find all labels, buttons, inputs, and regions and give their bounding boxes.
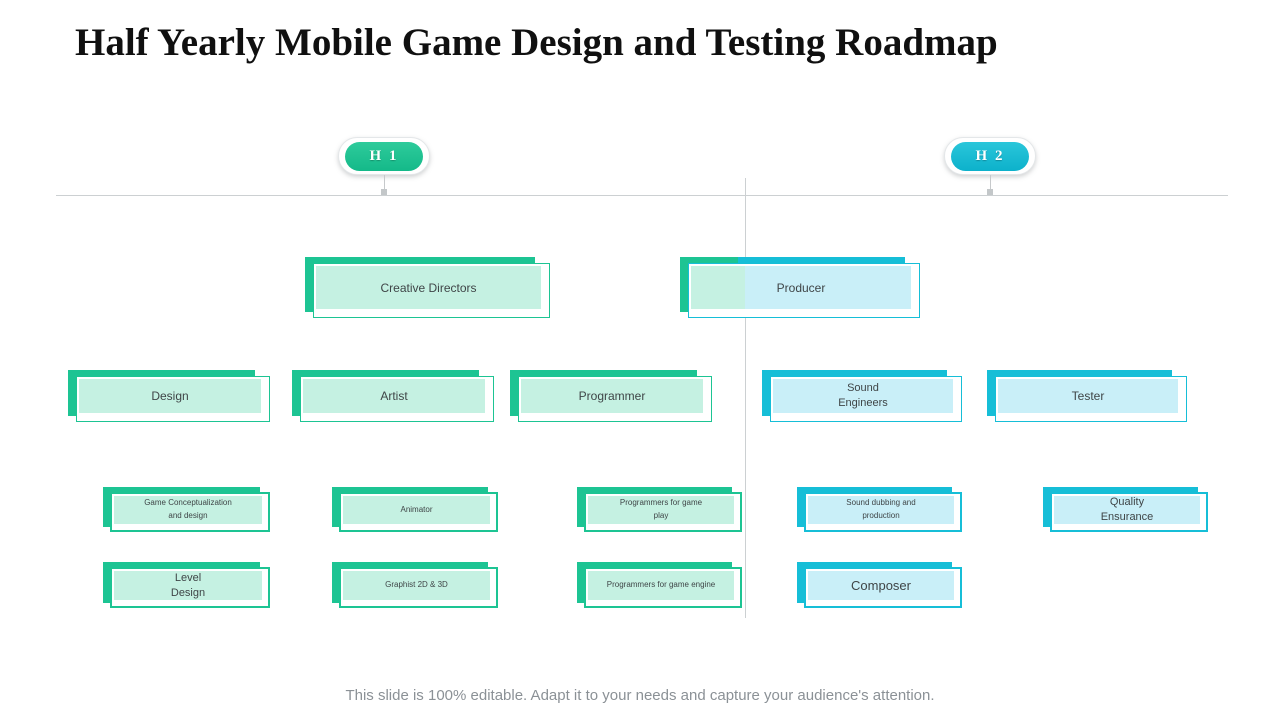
node-front-layer: Tester [995,376,1187,422]
node-front-layer: Sound dubbing and production [804,492,962,532]
node-label: Level Design [114,571,262,600]
node-front-layer: Artist [300,376,494,422]
node-sound-dubbing[interactable]: Sound dubbing and production [797,487,962,532]
node-label: Programmers for game play [588,496,734,524]
node-front-layer: Graphist 2D & 3D [339,567,498,608]
node-label: Composer [808,571,954,600]
half-year-divider [745,178,746,618]
node-quality-ensurance[interactable]: Quality Ensurance [1043,487,1208,532]
node-label: Game Conceptualization and design [114,496,262,524]
node-design[interactable]: Design [68,370,270,422]
node-programmer[interactable]: Programmer [510,370,712,422]
node-front-layer: Producer [688,263,920,318]
milestone-connector-marker [381,189,387,195]
node-game-conceptualization[interactable]: Game Conceptualization and design [103,487,270,532]
page-title: Half Yearly Mobile Game Design and Testi… [75,21,998,64]
milestone-h1-label: H 1 [369,147,399,164]
node-label: Producer [691,266,911,309]
milestone-h1[interactable]: H 1 [338,137,430,197]
node-sound-engineers[interactable]: Sound Engineers [762,370,962,422]
node-label: Animator [343,496,490,524]
milestone-h1-pill: H 1 [345,141,423,171]
node-level-design[interactable]: Level Design [103,562,270,608]
node-label: Creative Directors [316,266,541,309]
node-creative-directors[interactable]: Creative Directors [305,257,550,318]
node-front-layer: Quality Ensurance [1050,492,1208,532]
footer-note: This slide is 100% editable. Adapt it to… [345,687,935,704]
node-composer[interactable]: Composer [797,562,962,608]
node-front-layer: Programmers for game engine [584,567,742,608]
node-front-layer: Level Design [110,567,270,608]
milestone-connector-line [990,175,991,190]
node-graphist[interactable]: Graphist 2D & 3D [332,562,498,608]
node-tester[interactable]: Tester [987,370,1187,422]
node-programmers-game-play[interactable]: Programmers for game play [577,487,742,532]
node-label: Design [79,379,261,413]
node-artist[interactable]: Artist [292,370,494,422]
node-label: Tester [998,379,1178,413]
node-front-layer: Composer [804,567,962,608]
node-front-layer: Programmers for game play [584,492,742,532]
node-front-layer: Programmer [518,376,712,422]
node-label: Programmers for game engine [588,571,734,600]
milestone-connector-line [384,175,385,190]
node-label: Sound dubbing and production [808,496,954,524]
timeline-axis [56,195,1228,196]
node-label: Artist [303,379,485,413]
node-front-layer: Animator [339,492,498,532]
milestone-ring: H 2 [944,137,1036,175]
node-label: Quality Ensurance [1054,496,1200,524]
node-programmers-game-engine[interactable]: Programmers for game engine [577,562,742,608]
node-front-layer: Design [76,376,270,422]
node-producer[interactable]: Producer [680,257,920,318]
milestone-h2-pill: H 2 [951,141,1029,171]
milestone-connector-marker [987,189,993,195]
node-label: Graphist 2D & 3D [343,571,490,600]
node-front-layer: Creative Directors [313,263,550,318]
milestone-h2[interactable]: H 2 [944,137,1036,197]
node-label: Programmer [521,379,703,413]
milestone-ring: H 1 [338,137,430,175]
node-front-layer: Game Conceptualization and design [110,492,270,532]
milestone-h2-label: H 2 [975,147,1005,164]
node-animator[interactable]: Animator [332,487,498,532]
node-front-layer: Sound Engineers [770,376,962,422]
node-label: Sound Engineers [773,379,953,413]
